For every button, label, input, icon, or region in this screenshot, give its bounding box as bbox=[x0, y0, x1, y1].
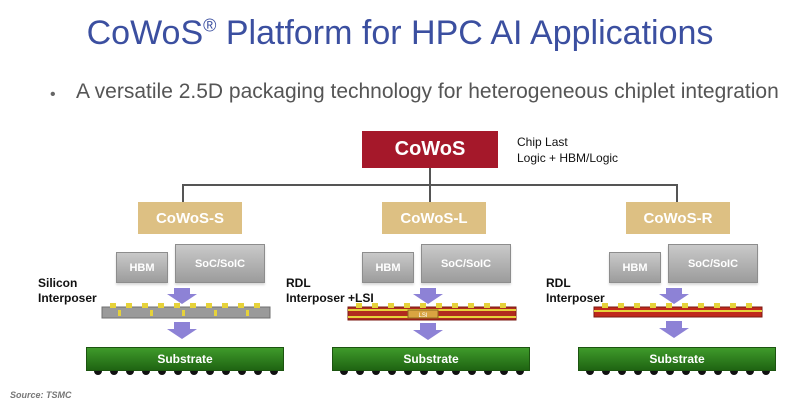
soc-chip: SoC/SoIC bbox=[421, 244, 511, 283]
variant-box-cowos-s: CoWoS-S bbox=[138, 202, 242, 234]
connector-drop-r bbox=[676, 184, 678, 202]
hbm-chip: HBM bbox=[116, 252, 168, 283]
substrate-bar: Substrate bbox=[578, 347, 776, 371]
subtitle: A versatile 2.5D packaging technology fo… bbox=[76, 80, 779, 103]
interposer-label: RDL Interposer bbox=[546, 276, 605, 305]
bullet-icon: • bbox=[50, 86, 56, 103]
cowos-root-box: CoWoS bbox=[362, 131, 498, 168]
substrate-bar: Substrate bbox=[86, 347, 284, 371]
source-note: Source: TSMC bbox=[10, 390, 72, 400]
soc-chip: SoC/SoIC bbox=[175, 244, 265, 283]
substrate-bar: Substrate bbox=[332, 347, 530, 371]
page-title: CoWoS® Platform for HPC AI Applications bbox=[86, 14, 714, 52]
connector-drop-s bbox=[182, 184, 184, 202]
connector-vertical-root bbox=[429, 168, 431, 185]
interposer-label: RDL Interposer +LSI bbox=[286, 276, 374, 305]
hbm-chip: HBM bbox=[609, 252, 661, 283]
lsi-label: LSI bbox=[418, 313, 427, 319]
root-note: Chip Last Logic + HBM/Logic bbox=[517, 135, 619, 165]
variant-box-cowos-r: CoWoS-R bbox=[626, 202, 730, 234]
interposer-label: Silicon Interposer bbox=[38, 276, 97, 305]
connector-drop-l bbox=[429, 184, 431, 202]
soc-chip: SoC/SoIC bbox=[668, 244, 758, 283]
variant-box-cowos-l: CoWoS-L bbox=[382, 202, 486, 234]
hbm-chip: HBM bbox=[362, 252, 414, 283]
